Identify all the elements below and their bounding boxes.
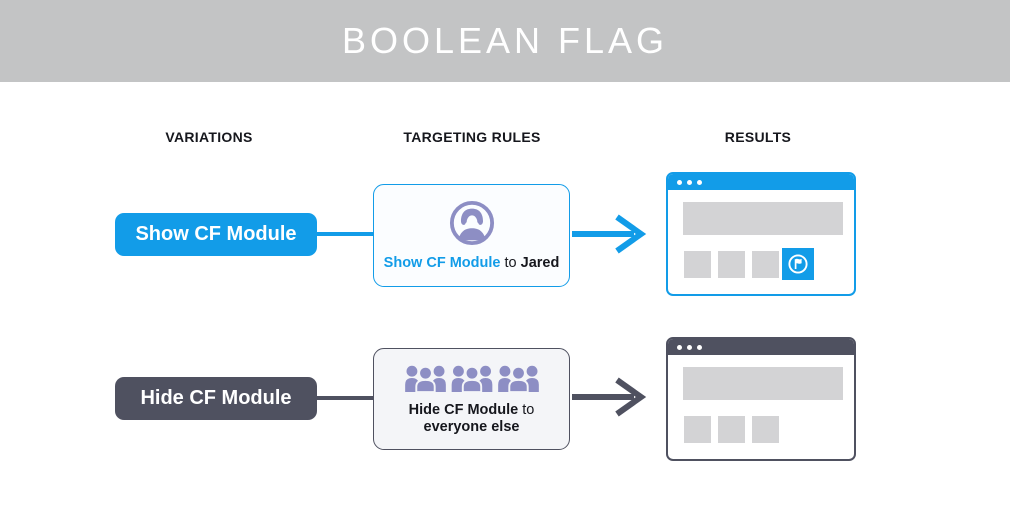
- arrow-right-icon: [572, 214, 647, 254]
- content-placeholder-tile: [684, 416, 711, 443]
- column-header-targeting-rules: TARGETING RULES: [403, 129, 541, 145]
- rule-target-name: Jared: [520, 254, 560, 271]
- crowd-icon: [403, 364, 540, 393]
- result-browser-without-module: [666, 337, 856, 461]
- window-dot-icon: [697, 179, 702, 185]
- window-dot-icon: [697, 344, 702, 350]
- column-header-variations: VARIATIONS: [165, 129, 253, 145]
- cf-module-tile: [782, 248, 814, 280]
- connector-line: [315, 396, 373, 400]
- content-placeholder-tile: [718, 251, 745, 278]
- window-dot-icon: [677, 344, 682, 350]
- diagram-title: BOOLEAN FLAG: [341, 20, 669, 61]
- arrow-right-icon: [572, 377, 647, 417]
- variation-pill-label: Show CF Module: [135, 223, 297, 245]
- content-placeholder-tile: [718, 416, 745, 443]
- targeting-rule-box-show: Show CF Module to Jared: [373, 184, 570, 287]
- window-dot-icon: [677, 179, 682, 185]
- content-placeholder-tile: [752, 251, 779, 278]
- targeting-rule-box-hide: Hide CF Module to everyone else: [373, 348, 570, 450]
- browser-titlebar: [668, 339, 854, 355]
- variation-pill-show-cf-module: Show CF Module: [115, 213, 317, 256]
- window-dot-icon: [687, 344, 692, 350]
- targeting-rule-text: Show CF Module to Jared: [384, 255, 560, 272]
- content-placeholder-tile: [684, 251, 711, 278]
- variation-pill-label: Hide CF Module: [140, 387, 292, 409]
- flag-circle-icon: [788, 254, 808, 274]
- column-header-results: RESULTS: [724, 129, 792, 145]
- result-browser-with-module: [666, 172, 856, 296]
- rule-variation-name: Show CF Module: [383, 254, 501, 271]
- window-dot-icon: [687, 179, 692, 185]
- connector-line: [315, 232, 373, 236]
- content-placeholder-tile: [752, 416, 779, 443]
- diagram-header: BOOLEAN FLAG: [0, 0, 1010, 82]
- rule-variation-name: Hide CF Module: [408, 402, 519, 418]
- variation-pill-hide-cf-module: Hide CF Module: [115, 377, 317, 420]
- user-circle-icon: [449, 200, 494, 245]
- content-placeholder-banner: [683, 367, 843, 400]
- content-placeholder-banner: [683, 202, 843, 235]
- rule-connector-word: to: [504, 254, 517, 271]
- rule-target-name: everyone else: [423, 419, 520, 435]
- targeting-rule-text: Hide CF Module to everyone else: [409, 402, 535, 436]
- browser-titlebar: [668, 174, 854, 190]
- rule-connector-word: to: [522, 402, 535, 418]
